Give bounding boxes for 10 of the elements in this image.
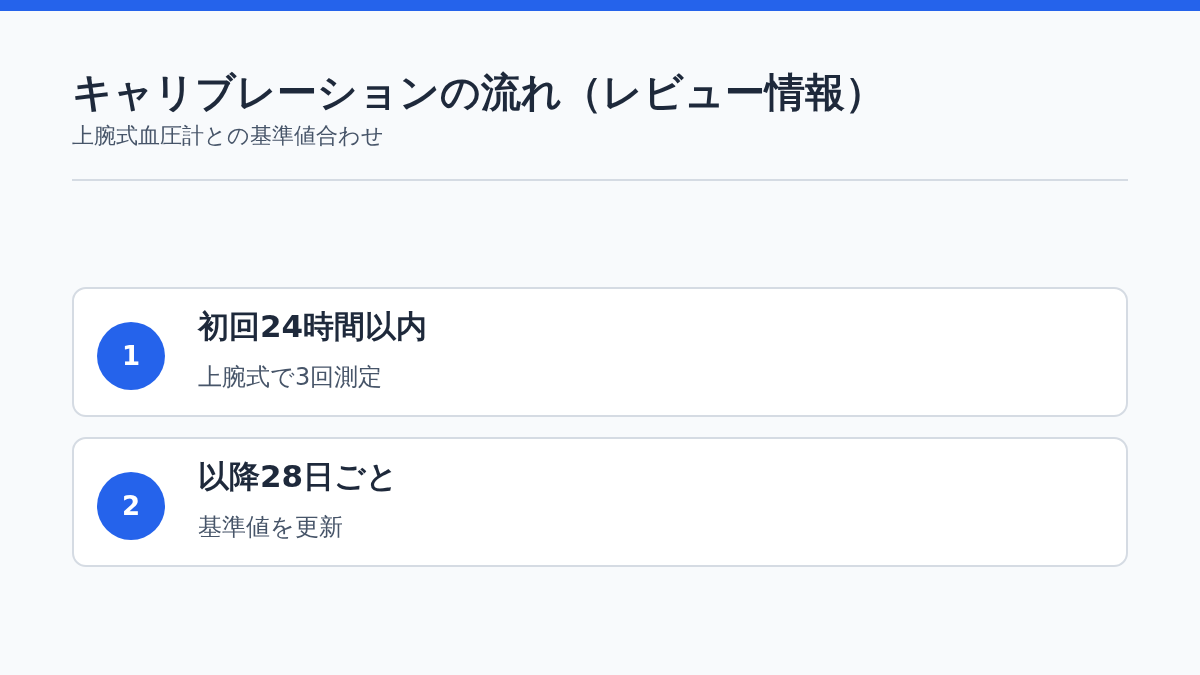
step-number: 2 xyxy=(97,472,165,540)
step-number: 1 xyxy=(97,322,165,390)
step-heading: 初回24時間以内 xyxy=(198,307,428,346)
title: キャリブレーションの流れ（レビュー情報） xyxy=(72,68,885,117)
step-card xyxy=(72,437,1128,567)
step-description: 上腕式で3回測定 xyxy=(198,362,383,393)
subtitle: 上腕式血圧計との基準値合わせ xyxy=(72,122,384,150)
step-description: 基準値を更新 xyxy=(198,512,343,543)
step-heading: 以降28日ごと xyxy=(198,457,399,496)
step-card xyxy=(72,287,1128,417)
